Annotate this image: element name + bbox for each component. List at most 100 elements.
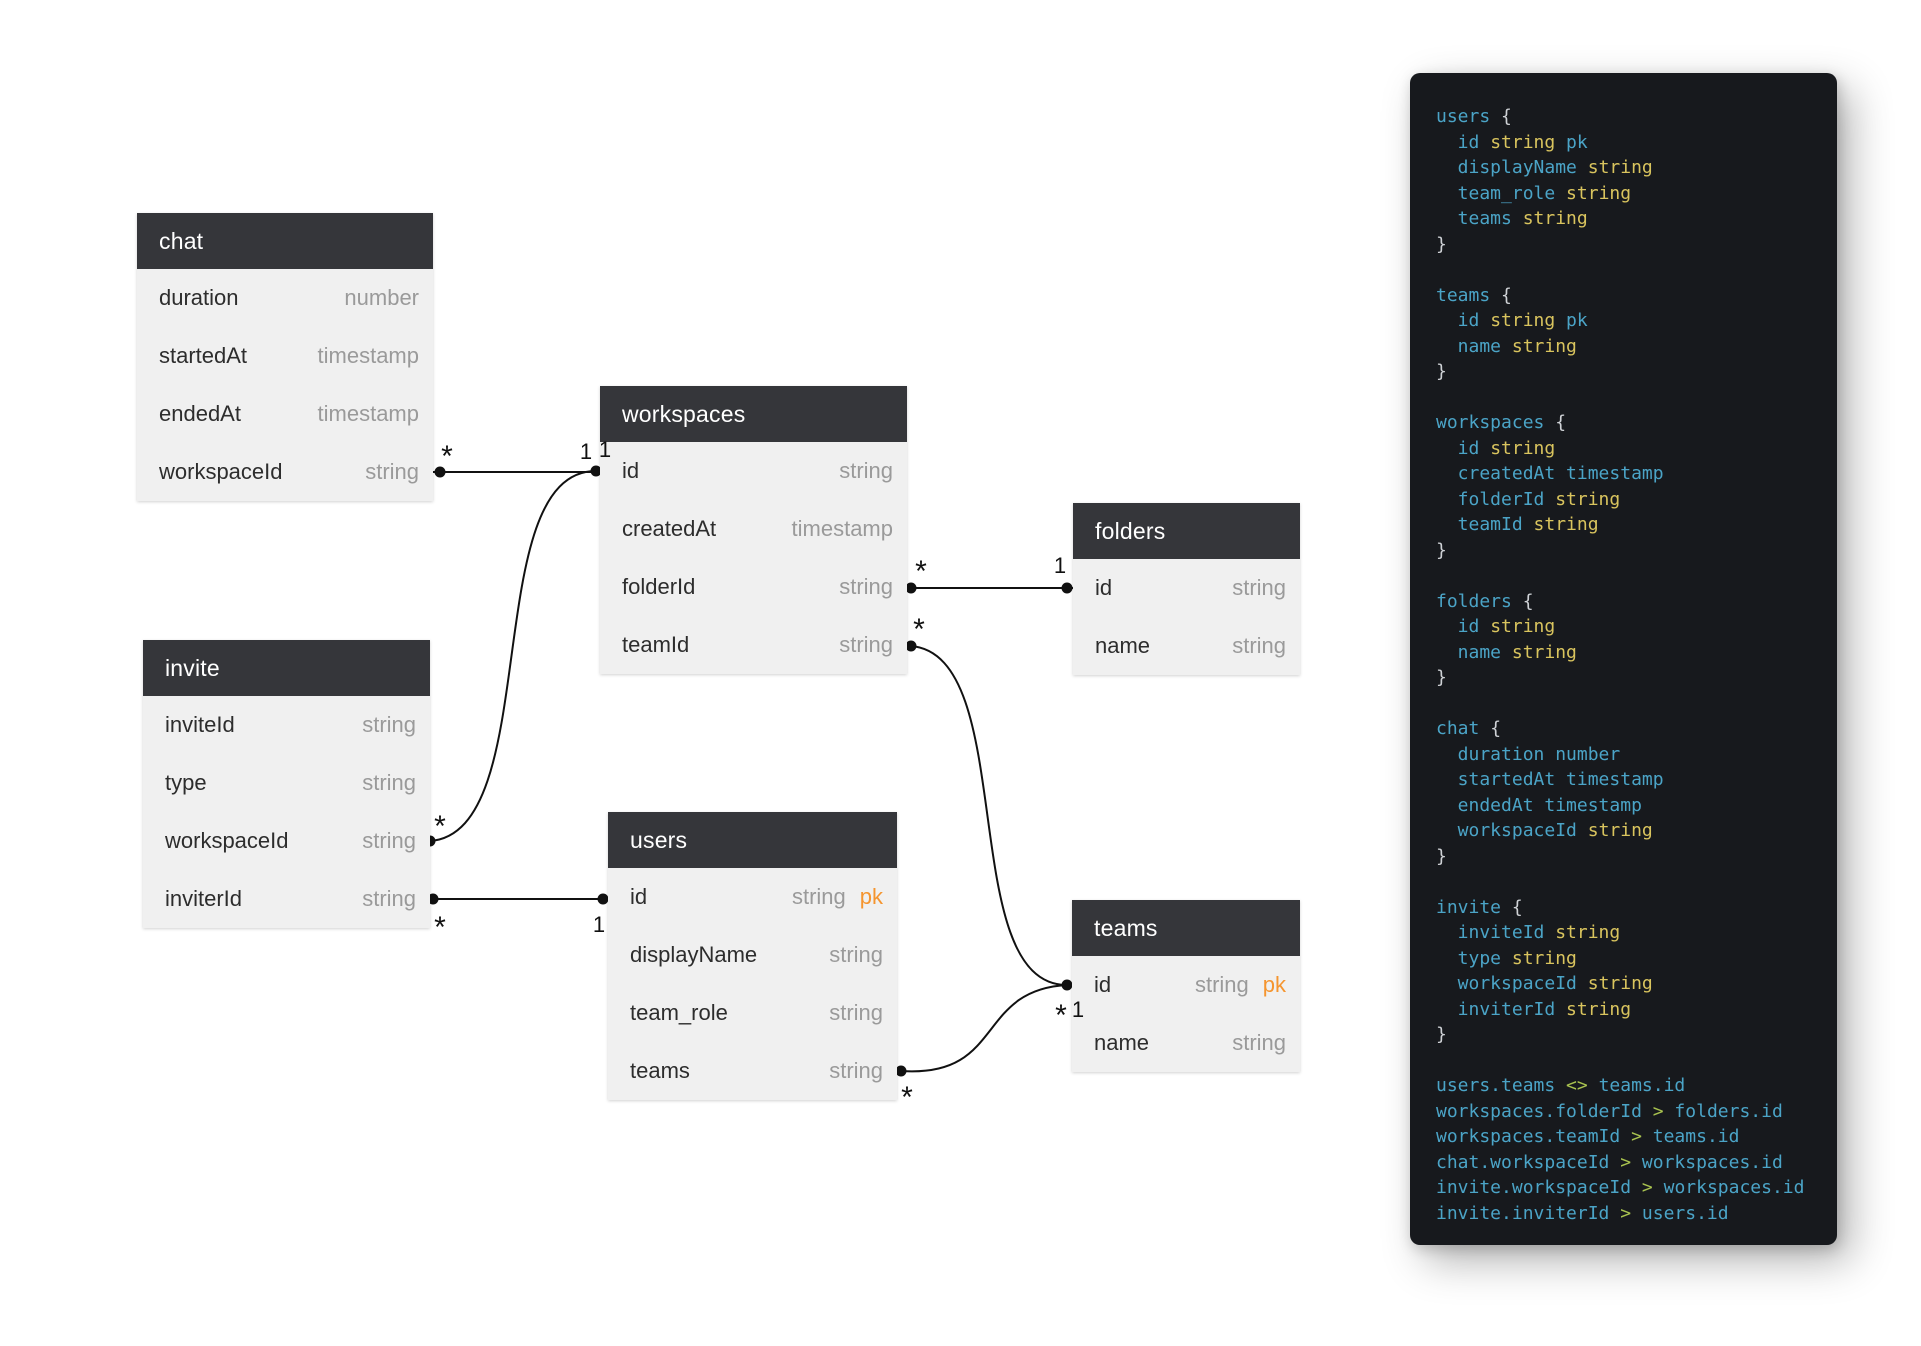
table-header-invite[interactable]: invite <box>143 640 430 696</box>
field-name: teamId <box>622 632 690 657</box>
field-row-teams-name[interactable]: name string <box>1072 1014 1300 1072</box>
code-line: users.teams <> teams.id <box>1436 1075 1686 1096</box>
field-type-wrap: string <box>829 1000 883 1026</box>
table-header-workspaces[interactable]: workspaces <box>600 386 907 442</box>
table-header-users[interactable]: users <box>608 812 897 868</box>
relationship-invite-workspaceId-to-workspaces-id[interactable] <box>429 470 597 842</box>
table-title: invite <box>165 654 220 681</box>
code-line: chat { <box>1436 718 1502 739</box>
field-name: name <box>1095 633 1151 658</box>
field-type-wrap: string <box>829 1058 883 1084</box>
field-row-folders-id[interactable]: id string <box>1073 559 1300 617</box>
field-name: folderId <box>622 574 696 599</box>
cardinality-label: * <box>1055 998 1067 1032</box>
field-type: string <box>1232 1030 1286 1055</box>
code-line: type string <box>1436 947 1577 969</box>
table-header-chat[interactable]: chat <box>137 213 433 269</box>
field-type-wrap: string <box>1232 633 1286 659</box>
field-type-wrap: timestamp <box>318 343 419 369</box>
field-type-wrap: string <box>362 712 416 738</box>
code-line: } <box>1436 361 1447 382</box>
table-folders[interactable]: folders id string name string <box>1073 503 1300 675</box>
field-name: displayName <box>630 942 758 967</box>
field-name: team_role <box>630 1000 728 1025</box>
cardinality-label: * <box>434 910 446 944</box>
field-name: id <box>630 884 648 909</box>
field-name: createdAt <box>622 516 717 541</box>
field-row-users-displayName[interactable]: displayName string <box>608 926 897 984</box>
field-name: inviterId <box>165 886 243 911</box>
field-name: id <box>1095 575 1113 600</box>
code-line: name string <box>1436 641 1577 663</box>
code-line: team_role string <box>1436 182 1632 204</box>
code-line: folders { <box>1436 590 1534 612</box>
code-line: workspaceId string <box>1436 820 1653 841</box>
field-name: workspaceId <box>165 828 289 853</box>
relationship-users-teams-to-teams-id[interactable] <box>900 984 1068 1073</box>
table-title: folders <box>1095 517 1166 544</box>
code-line <box>1436 385 1811 411</box>
code-line: createdAt timestamp <box>1436 463 1664 484</box>
code-line: workspaces { <box>1436 412 1567 433</box>
relationship-workspaces-teamId-to-teams-id[interactable] <box>910 645 1068 986</box>
code-line: teamId string <box>1436 514 1599 535</box>
code-line: startedAt timestamp <box>1436 769 1664 790</box>
field-row-users-team_role[interactable]: team_role string <box>608 984 897 1042</box>
field-row-folders-name[interactable]: name string <box>1073 617 1300 675</box>
cardinality-label: 1 <box>598 437 612 462</box>
field-name: inviteId <box>165 712 235 737</box>
code-line: invite.workspaceId > workspaces.id <box>1436 1177 1805 1198</box>
code-line: id string pk <box>1436 131 1588 153</box>
code-line <box>1436 563 1811 589</box>
code-line: teams { <box>1436 284 1512 306</box>
field-row-chat-startedAt[interactable]: startedAt timestamp <box>137 327 433 385</box>
field-type: string <box>829 942 883 967</box>
field-type: string <box>362 712 416 737</box>
table-title: users <box>630 826 688 853</box>
table-header-folders[interactable]: folders <box>1073 503 1300 559</box>
field-type: string <box>1232 575 1286 600</box>
code-line <box>1436 869 1811 895</box>
code-line: id string pk <box>1436 310 1588 331</box>
field-name: workspaceId <box>159 459 283 484</box>
field-row-invite-inviterId[interactable]: inviterId string <box>143 870 430 928</box>
code-line: endedAt timestamp <box>1436 794 1642 816</box>
field-name: type <box>165 770 207 795</box>
field-name: startedAt <box>159 343 248 368</box>
code-line: id string <box>1436 616 1556 637</box>
code-editor-panel[interactable]: users { id string pk displayName string … <box>1410 73 1837 1245</box>
table-title: workspaces <box>622 400 746 427</box>
cardinality-label: 1 <box>579 439 593 464</box>
code-line: workspaces.folderId > folders.id <box>1436 1100 1783 1122</box>
field-name: name <box>1094 1030 1150 1055</box>
field-type: string <box>1232 633 1286 658</box>
field-row-chat-workspaceId[interactable]: workspaceId string <box>137 443 433 501</box>
code-line: invite { <box>1436 896 1523 918</box>
field-type-wrap: string <box>365 459 419 485</box>
code-line: duration number <box>1436 743 1621 765</box>
field-name: endedAt <box>159 401 241 426</box>
field-type-wrap: string <box>362 886 416 912</box>
field-row-invite-inviteId[interactable]: inviteId string <box>143 696 430 754</box>
cardinality-label: * <box>901 1080 913 1114</box>
code-line: chat.workspaceId > workspaces.id <box>1436 1151 1783 1173</box>
field-type: string <box>362 886 416 911</box>
table-header-teams[interactable]: teams <box>1072 900 1300 956</box>
